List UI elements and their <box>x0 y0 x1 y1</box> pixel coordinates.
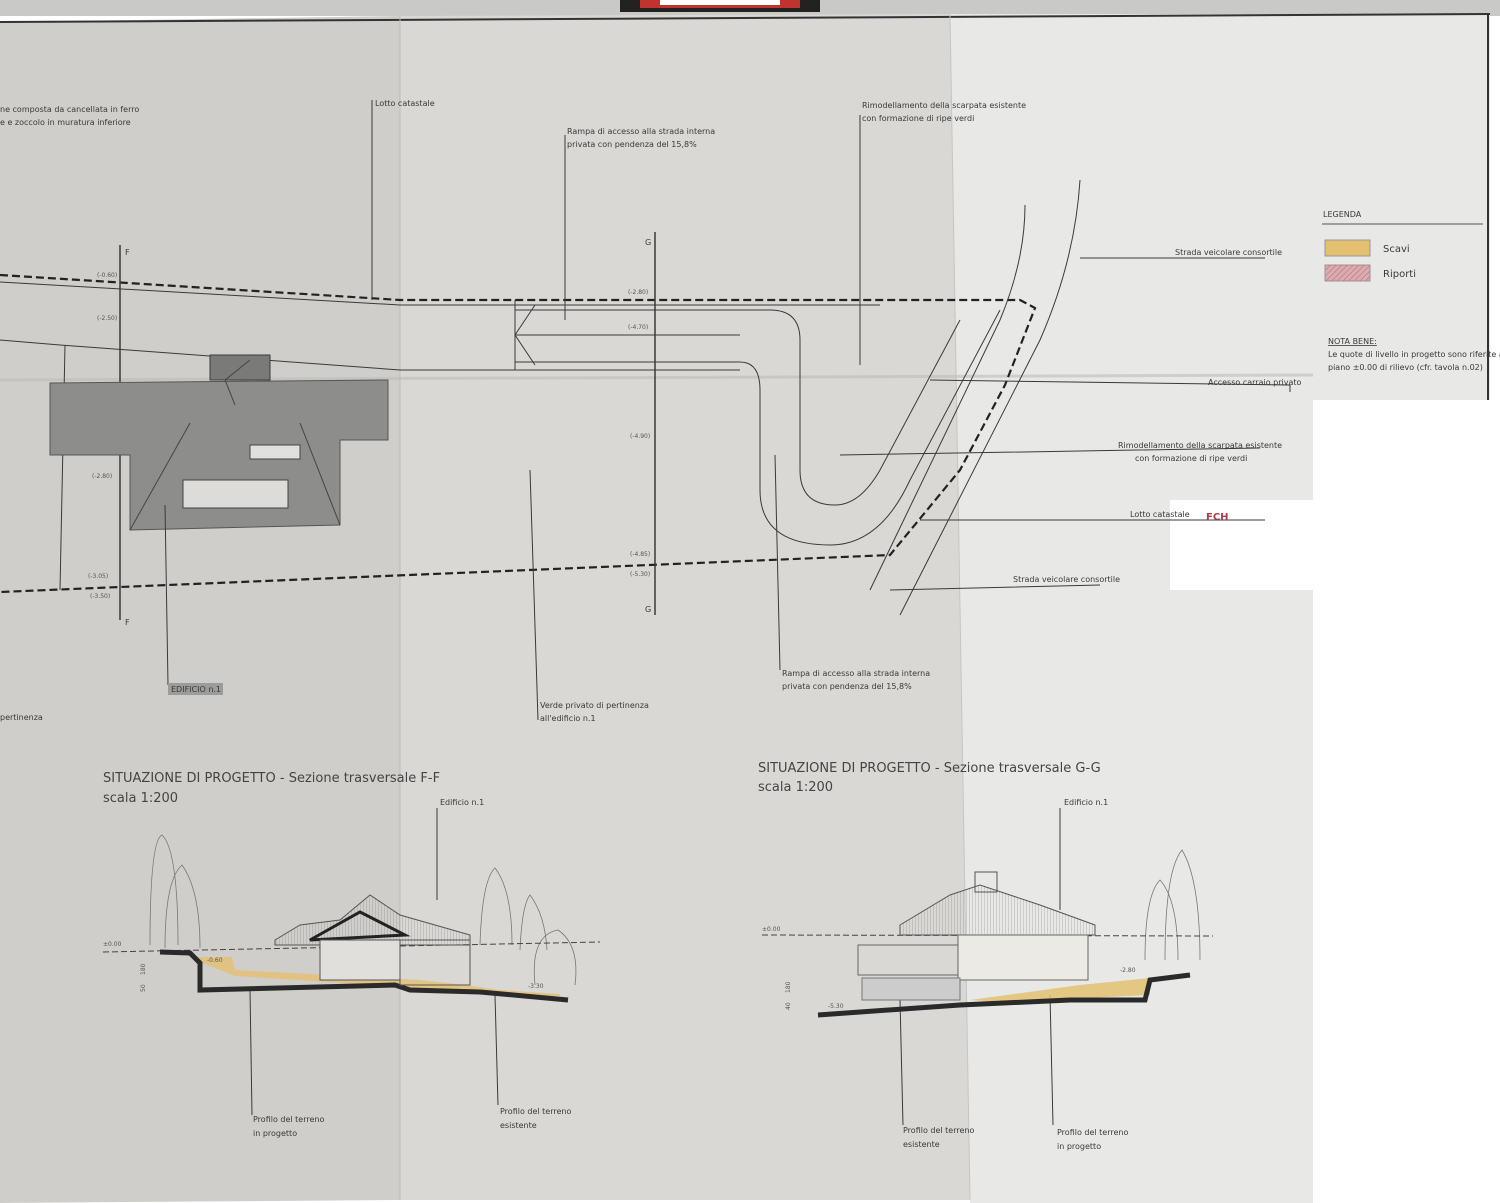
fch-stamp: FCH <box>1206 512 1229 523</box>
section-ff-profile-new-1: Profilo del terreno <box>253 1115 324 1124</box>
site-plan <box>0 100 1291 1126</box>
section-mark-g-top: G <box>645 238 651 247</box>
ramp-note-bottom-2: privata con pendenza del 15,8% <box>782 682 912 691</box>
remodel-note-top-2: con formazione di ripe verdi <box>862 114 974 123</box>
remodel-note-top-1: Rimodellamento della scarpata esistente <box>862 101 1026 110</box>
legend: LEGENDA Scavi Riporti NOTA BENE: Le quot… <box>1322 210 1500 372</box>
section-gg-scale: scala 1:200 <box>758 780 833 795</box>
ramp-note-top-1: Rampa di accesso alla strada interna <box>567 127 715 136</box>
remodel-note-right-1: Rimodellamento della scarpata esistente <box>1118 441 1282 450</box>
section-ff-dim-b: 50 <box>140 984 147 992</box>
paper-sheet <box>0 13 1491 1203</box>
road-label-top: Strada veicolare consortile <box>1175 248 1282 257</box>
level-label: (-2.50) <box>97 315 117 322</box>
verde-note-1: Verde privato di pertinenza <box>540 701 649 710</box>
section-ff-profile-old-1: Profilo del terreno <box>500 1107 571 1116</box>
section-gg-profile-new-2: in progetto <box>1057 1142 1101 1151</box>
note-line-1: Le quote di livello in progetto sono rif… <box>1328 350 1500 359</box>
legend-swatch-scavi <box>1324 239 1371 257</box>
level-label: (-0.60) <box>97 272 117 279</box>
section-ff-building: Edificio n.1 <box>440 798 484 807</box>
section-gg-level-a: -5.30 <box>828 1003 844 1010</box>
lotto-label-top: Lotto catastale <box>375 99 435 108</box>
verde-note-2: all'edificio n.1 <box>540 714 596 723</box>
legend-title: LEGENDA <box>1323 210 1362 219</box>
section-gg-building: Edificio n.1 <box>1064 798 1108 807</box>
plan-annotations: ne composta da cancellata in ferro e e z… <box>0 99 1301 723</box>
pertinenza-label: pertinenza <box>0 713 43 722</box>
section-gg-profile-old-1: Profilo del terreno <box>903 1126 974 1135</box>
section-gg: SITUAZIONE DI PROGETTO - Sezione trasver… <box>758 761 1214 1151</box>
section-ff-dim-a: 180 <box>140 963 147 975</box>
section-gg-title: SITUAZIONE DI PROGETTO - Sezione trasver… <box>758 761 1101 776</box>
section-ff-level-b: -3.30 <box>528 983 544 990</box>
section-gg-level-b: -2.80 <box>1120 967 1136 974</box>
section-ff-level-a: -0.60 <box>207 957 223 964</box>
section-gg-dim-b: 40 <box>785 1002 792 1010</box>
section-ff-profile-old-2: esistente <box>500 1121 537 1130</box>
level-label: (-3.05) <box>88 573 108 580</box>
section-gg-profile-old-2: esistente <box>903 1140 940 1149</box>
section-mark-f-bottom: F <box>125 618 130 627</box>
lotto-label-right: Lotto catastale <box>1130 510 1190 519</box>
note-line-2: piano ±0.00 di rilievo (cfr. tavola n.02… <box>1328 363 1483 372</box>
edificio-tag: EDIFICIO n.1 <box>171 685 221 694</box>
level-label: (-4.90) <box>630 433 650 440</box>
note-title: NOTA BENE: <box>1328 337 1377 346</box>
level-label: (-2.80) <box>92 473 112 480</box>
level-label: (-4.85) <box>630 551 650 558</box>
building-roof <box>49 354 389 531</box>
section-gg-profile-new-1: Profilo del terreno <box>1057 1128 1128 1137</box>
section-ff-scale: scala 1:200 <box>103 791 178 806</box>
section-mark-g-bottom: G <box>645 605 651 614</box>
accesso-label: Accesso carraio privato <box>1208 378 1301 387</box>
section-ff-title: SITUAZIONE DI PROGETTO - Sezione trasver… <box>103 771 440 786</box>
fence-note-1: ne composta da cancellata in ferro <box>0 105 139 114</box>
section-ff-zero: ±0.00 <box>103 941 122 948</box>
section-mark-f-top: F <box>125 248 130 257</box>
level-label: (-4.70) <box>628 324 648 331</box>
section-ff: SITUAZIONE DI PROGETTO - Sezione trasver… <box>102 771 601 1138</box>
remodel-note-right-2: con formazione di ripe verdi <box>1135 454 1247 463</box>
legend-label-riporti: Riporti <box>1383 269 1416 280</box>
section-ff-profile-new-2: in progetto <box>253 1129 297 1138</box>
ramp-note-bottom-1: Rampa di accesso alla strada interna <box>782 669 930 678</box>
ramp-note-top-2: privata con pendenza del 15,8% <box>567 140 697 149</box>
level-label: (-3.50) <box>90 593 110 600</box>
legend-label-scavi: Scavi <box>1383 244 1410 255</box>
fence-note-2: e e zoccolo in muratura inferiore <box>0 118 131 127</box>
section-gg-zero: ±0.00 <box>762 926 781 933</box>
level-label: (-5.30) <box>630 571 650 578</box>
section-gg-dim-a: 180 <box>785 981 792 993</box>
road-label-bottom: Strada veicolare consortile <box>1013 575 1120 584</box>
level-label: (-2.80) <box>628 289 648 296</box>
